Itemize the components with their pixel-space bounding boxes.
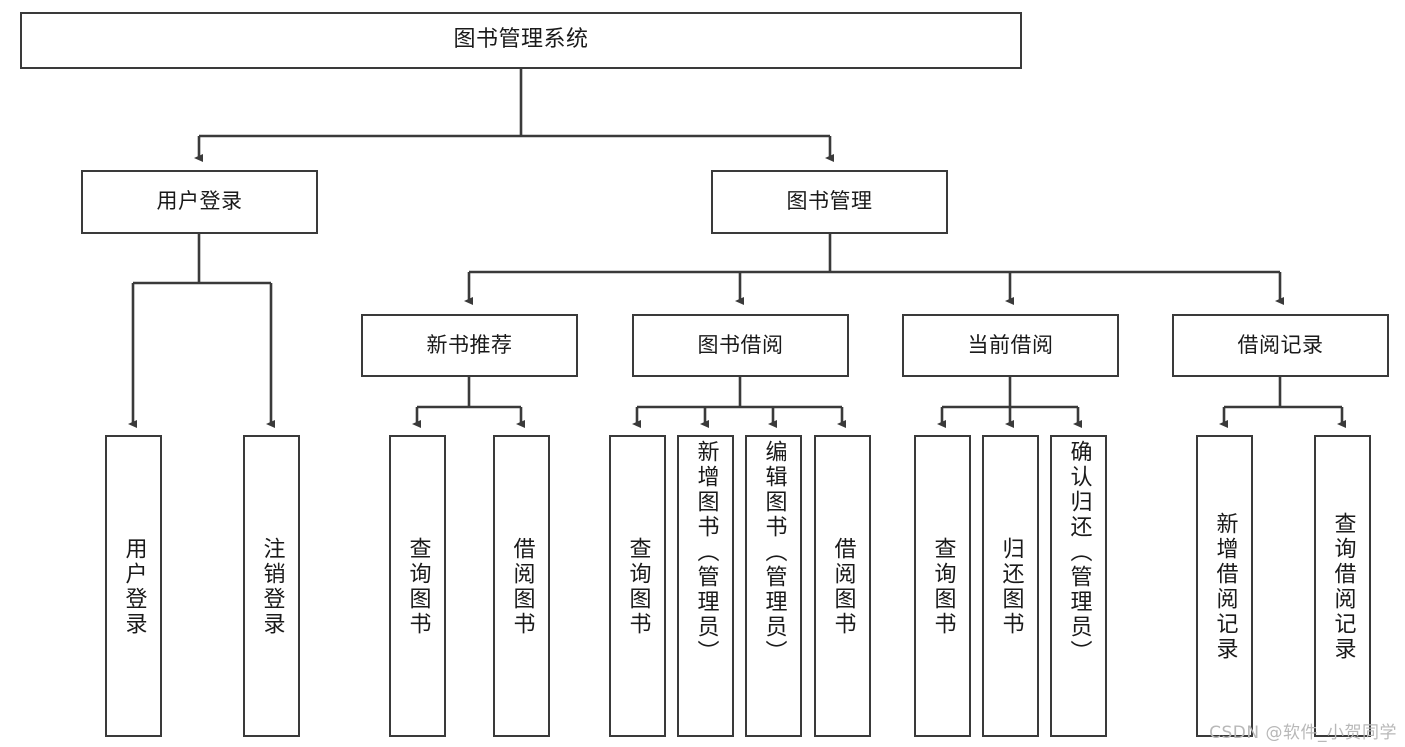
leaf-borrow-book-recommend[interactable]: 借阅图书: [493, 435, 550, 737]
leaf-user-login[interactable]: 用户登录: [105, 435, 162, 737]
node-label: 确认归还（管理员）: [1066, 440, 1092, 665]
node-label: 查询图书: [625, 537, 651, 637]
leaf-query-book-recommend[interactable]: 查询图书: [389, 435, 446, 737]
node-label: 图书管理系统: [453, 27, 589, 53]
leaf-query-borrow-record[interactable]: 查询借阅记录: [1314, 435, 1371, 737]
node-book-management[interactable]: 图书管理: [711, 170, 948, 234]
leaf-confirm-return-admin[interactable]: 确认归还（管理员）: [1050, 435, 1107, 737]
leaf-borrow-book-borrow[interactable]: 借阅图书: [814, 435, 871, 737]
node-label: 用户登录: [156, 189, 243, 214]
leaf-return-book[interactable]: 归还图书: [982, 435, 1039, 737]
node-label: 图书管理: [786, 189, 873, 214]
node-label: 查询图书: [930, 537, 956, 637]
node-label: 当前借阅: [967, 332, 1054, 357]
node-book-borrow[interactable]: 图书借阅: [632, 314, 849, 377]
leaf-add-book-admin[interactable]: 新增图书（管理员）: [677, 435, 734, 737]
watermark-text: CSDN @软件_小贺同学: [1209, 723, 1397, 743]
node-label: 新增借阅记录: [1212, 512, 1238, 662]
node-label: 查询图书: [405, 537, 431, 637]
node-user-login[interactable]: 用户登录: [81, 170, 318, 234]
node-label: 归还图书: [998, 537, 1024, 637]
node-label: 新书推荐: [426, 332, 513, 357]
node-label: 借阅图书: [830, 537, 856, 637]
node-label: 借阅图书: [509, 537, 535, 637]
leaf-logout-login[interactable]: 注销登录: [243, 435, 300, 737]
node-label: 图书借阅: [697, 332, 784, 357]
node-label: 新增图书（管理员）: [693, 440, 719, 665]
node-label: 借阅记录: [1237, 332, 1324, 357]
leaf-query-book-current[interactable]: 查询图书: [914, 435, 971, 737]
node-label: 用户登录: [121, 537, 147, 637]
node-borrow-record[interactable]: 借阅记录: [1172, 314, 1389, 377]
leaf-add-borrow-record[interactable]: 新增借阅记录: [1196, 435, 1253, 737]
leaf-query-book-borrow[interactable]: 查询图书: [609, 435, 666, 737]
node-current-borrow[interactable]: 当前借阅: [902, 314, 1119, 377]
node-label: 编辑图书（管理员）: [761, 440, 787, 665]
node-new-book-recommend[interactable]: 新书推荐: [361, 314, 578, 377]
node-label: 查询借阅记录: [1330, 512, 1356, 662]
leaf-edit-book-admin[interactable]: 编辑图书（管理员）: [745, 435, 802, 737]
node-root-book-management-system[interactable]: 图书管理系统: [20, 12, 1022, 69]
node-label: 注销登录: [259, 537, 285, 637]
